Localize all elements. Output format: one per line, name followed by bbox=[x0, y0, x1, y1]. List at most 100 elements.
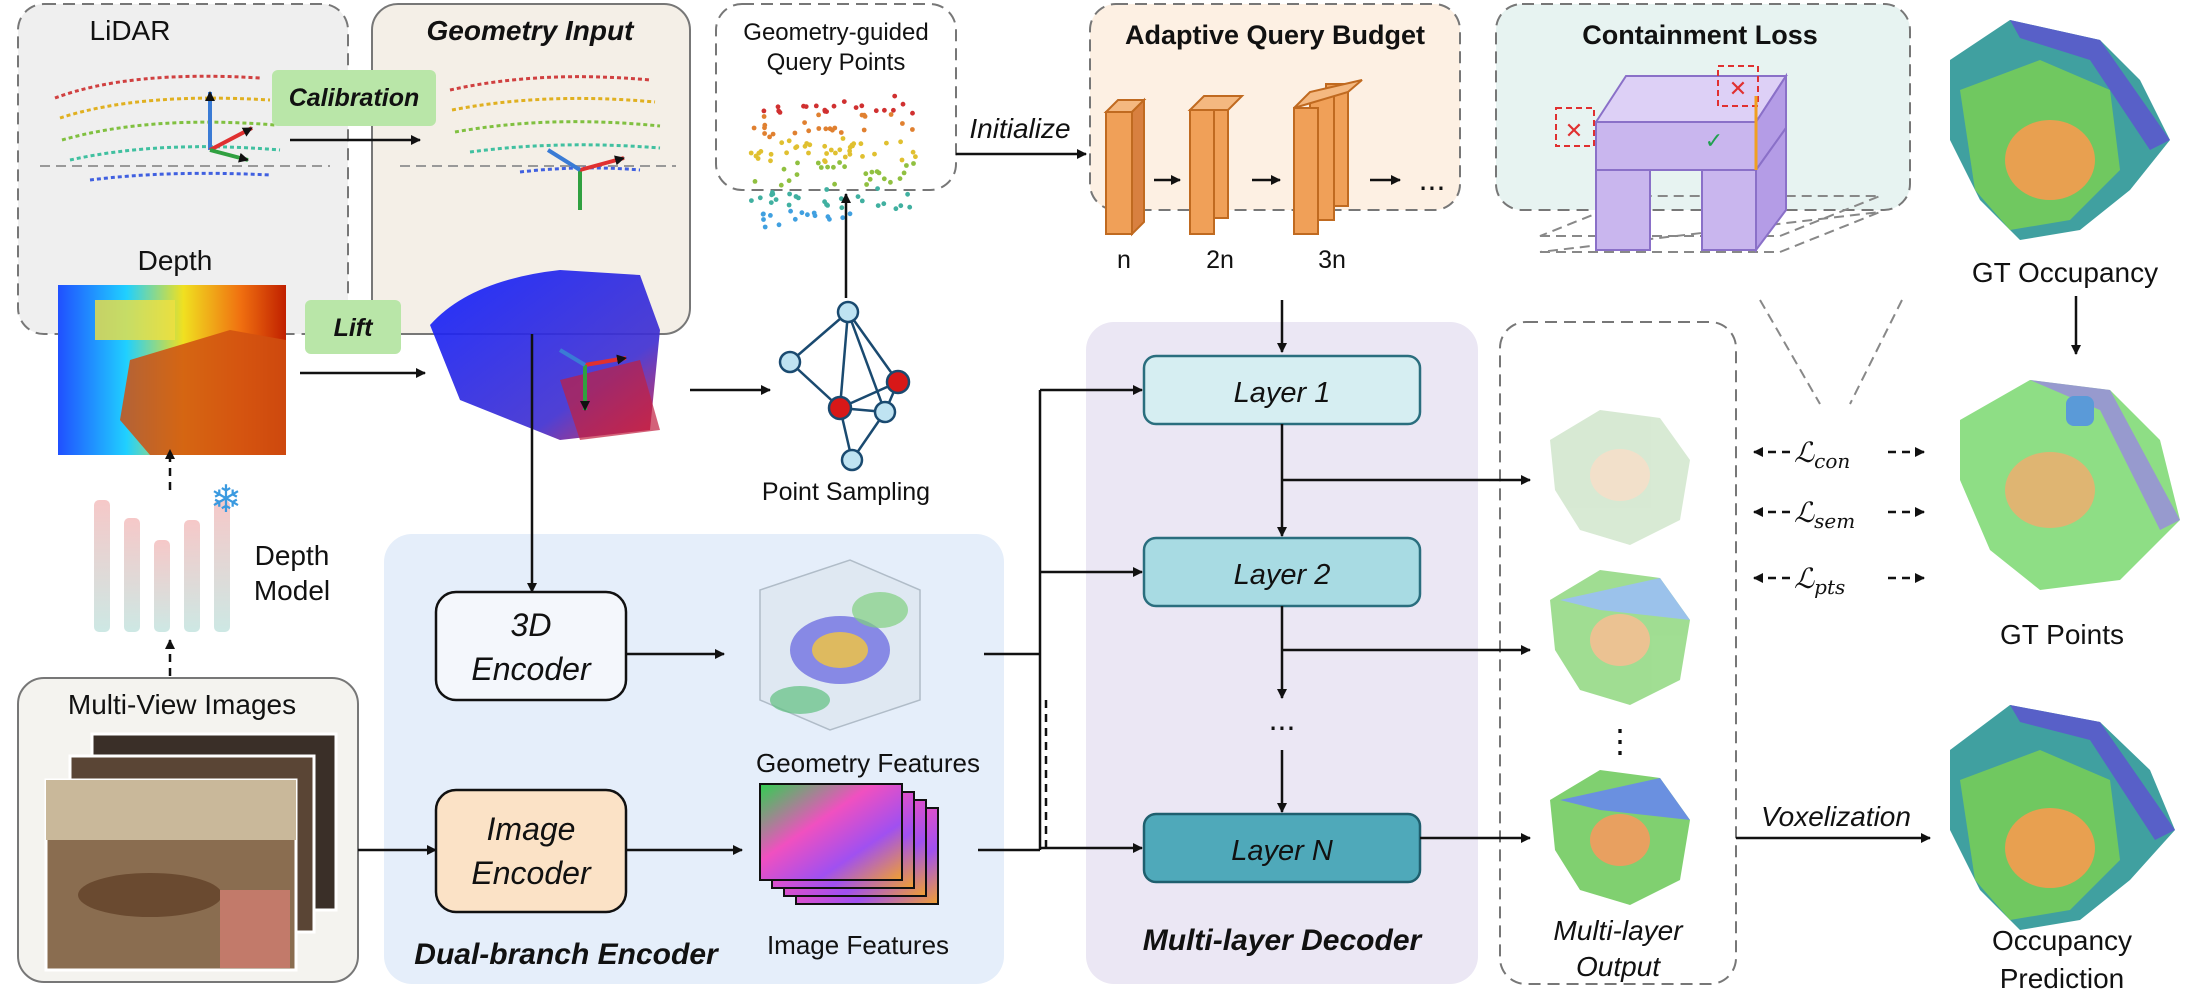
loss-sem-symbol: ℒ bbox=[1794, 496, 1815, 529]
multi-layer-output-label-2: Output bbox=[1576, 951, 1661, 982]
query-point bbox=[900, 101, 906, 107]
query-point bbox=[840, 136, 846, 141]
query-point bbox=[860, 154, 865, 159]
query-point bbox=[839, 205, 845, 211]
query-point bbox=[910, 127, 915, 132]
query-point bbox=[805, 212, 810, 218]
loss-pts-subscript: pts bbox=[1814, 575, 1845, 599]
query-point bbox=[813, 103, 819, 109]
query-point bbox=[897, 176, 903, 182]
query-point bbox=[822, 108, 828, 114]
query-point bbox=[806, 128, 812, 134]
inputs-panel bbox=[17, 3, 349, 335]
query-point bbox=[837, 147, 843, 153]
query-point bbox=[773, 197, 779, 203]
query-point bbox=[795, 160, 800, 166]
initialize-label: Initialize bbox=[969, 113, 1070, 144]
query-point bbox=[762, 131, 767, 136]
query-point bbox=[792, 130, 798, 136]
adaptive-budget-title: Adaptive Query Budget bbox=[1125, 20, 1425, 50]
query-point bbox=[799, 210, 805, 216]
budget-block-3n bbox=[1293, 79, 1363, 235]
calibrated-lidar-image bbox=[449, 75, 661, 210]
query-point bbox=[837, 160, 842, 165]
query-point bbox=[847, 151, 853, 157]
loss-con: ℒcon bbox=[1753, 436, 1925, 473]
decoder-ellipsis: ... bbox=[1269, 701, 1296, 737]
query-point bbox=[768, 151, 774, 157]
query-point bbox=[770, 190, 775, 195]
loss-pts-symbol: ℒ bbox=[1794, 562, 1815, 595]
query-point bbox=[910, 149, 916, 155]
query-point bbox=[842, 164, 847, 170]
dual-branch-encoder-title: Dual-branch Encoder bbox=[414, 938, 720, 971]
loss-con-subscript: con bbox=[1814, 449, 1850, 473]
query-point bbox=[752, 179, 758, 184]
query-point bbox=[788, 208, 793, 214]
budget-label-2n: 2n bbox=[1206, 246, 1234, 274]
image-encoder-label-2: Encoder bbox=[471, 855, 592, 891]
query-point bbox=[757, 195, 763, 201]
query-point bbox=[907, 204, 913, 210]
query-point bbox=[818, 165, 824, 170]
query-point bbox=[822, 158, 827, 164]
query-point bbox=[824, 151, 829, 156]
query-point bbox=[863, 171, 869, 177]
query-point bbox=[875, 186, 880, 192]
query-point bbox=[867, 176, 873, 182]
query-point bbox=[802, 120, 807, 125]
query-point bbox=[803, 104, 809, 109]
query-point bbox=[874, 169, 880, 175]
query-point bbox=[881, 201, 887, 207]
query-point bbox=[881, 176, 887, 182]
query-point bbox=[794, 144, 800, 150]
containment-dashed-left bbox=[1759, 299, 1821, 405]
query-point bbox=[775, 104, 781, 110]
query-point bbox=[761, 114, 767, 119]
loss-sem-subscript: sem bbox=[1814, 509, 1855, 533]
containment-loss-title: Containment Loss bbox=[1582, 20, 1818, 50]
query-point bbox=[793, 194, 799, 199]
multi-view-images-label: Multi-View Images bbox=[68, 689, 296, 720]
geometry-input-title: Geometry Input bbox=[427, 15, 636, 46]
query-point bbox=[792, 216, 798, 222]
calibration-label: Calibration bbox=[289, 84, 420, 112]
query-point bbox=[858, 141, 864, 147]
multi-layer-decoder-title: Multi-layer Decoder bbox=[1143, 924, 1424, 957]
query-points-scatter bbox=[748, 93, 918, 230]
query-point bbox=[905, 191, 910, 197]
query-point bbox=[824, 202, 829, 207]
query-point bbox=[778, 182, 784, 188]
query-point bbox=[828, 147, 834, 153]
voxelization-label: Voxelization bbox=[1761, 801, 1911, 832]
image-features-stack bbox=[759, 783, 939, 905]
query-point bbox=[833, 150, 838, 156]
gt-occupancy-label: GT Occupancy bbox=[1972, 257, 2158, 288]
query-point bbox=[861, 127, 867, 133]
query-point bbox=[784, 150, 789, 156]
query-point bbox=[770, 131, 776, 137]
query-point bbox=[847, 211, 853, 217]
multi-layer-output-label-1: Multi-layer bbox=[1553, 915, 1684, 946]
depth-map-image bbox=[58, 285, 286, 455]
encoder-to-decoder-connectors bbox=[978, 385, 1143, 853]
query-point bbox=[776, 108, 782, 114]
query-point bbox=[911, 161, 916, 166]
query-point bbox=[853, 105, 859, 110]
geometry-features-label: Geometry Features bbox=[756, 748, 980, 778]
svg-text:ℒpts: ℒpts bbox=[1794, 562, 1845, 599]
query-point bbox=[779, 140, 785, 146]
query-point bbox=[842, 154, 848, 160]
query-point bbox=[869, 169, 875, 175]
svg-text:✕: ✕ bbox=[1729, 77, 1747, 102]
containment-dashed-right bbox=[1849, 299, 1903, 405]
query-point bbox=[762, 224, 768, 230]
query-point bbox=[786, 138, 792, 144]
query-point bbox=[811, 210, 817, 216]
query-point bbox=[901, 170, 907, 176]
query-point bbox=[840, 215, 846, 221]
query-point bbox=[762, 122, 768, 128]
query-point bbox=[753, 153, 759, 159]
gt-points-image bbox=[1960, 380, 2180, 590]
loss-pts: ℒpts bbox=[1753, 562, 1925, 599]
